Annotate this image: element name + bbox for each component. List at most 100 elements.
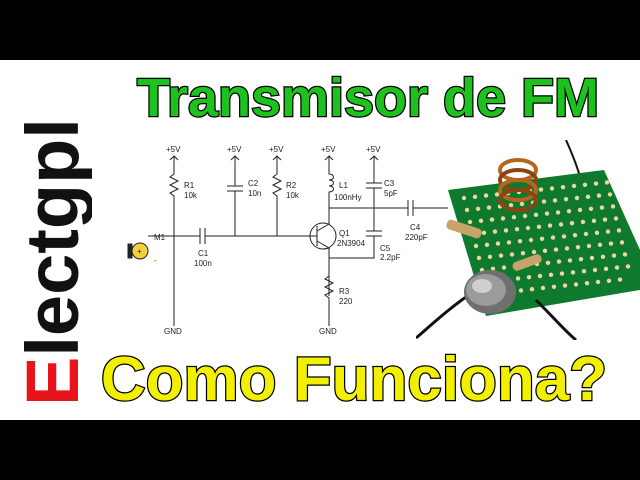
pcb-pad (581, 269, 587, 274)
resistor-r1 (168, 166, 180, 236)
pcb-pad (596, 193, 602, 198)
letterbox-top (0, 0, 640, 60)
pcb-pad (495, 241, 501, 246)
vcc-arrow (369, 155, 379, 176)
pcb-pad (586, 243, 592, 249)
pcb-pad (563, 197, 569, 202)
pcb-pad (518, 288, 524, 293)
pcb-pad (542, 248, 548, 253)
pcb-pad (551, 284, 557, 289)
pcb-pad (611, 253, 617, 258)
microphone-icon (131, 242, 149, 260)
pcb-pad (486, 205, 492, 210)
pcb-pad (528, 237, 534, 243)
pcb-pad (578, 257, 584, 262)
q1-value: 2N3904 (337, 239, 366, 248)
pcb-pad (616, 228, 622, 233)
c4-ref: C4 (410, 223, 421, 232)
r2-value: 10k (286, 191, 300, 200)
m1-minus: - (154, 256, 157, 265)
c5-ref: C5 (380, 244, 391, 253)
c3-value: 5pF (384, 189, 398, 198)
pcb-pad (501, 265, 507, 270)
pcb-pad (540, 285, 546, 291)
pcb-pad (498, 253, 504, 258)
transistor-q1 (309, 222, 337, 296)
pcb-pad (575, 245, 581, 250)
capacitor-c1 (148, 228, 314, 244)
pcb-pad (561, 234, 567, 239)
pcb-pad (562, 283, 568, 288)
pcb-pad (607, 192, 613, 197)
pcb-pad (552, 198, 558, 203)
capacitor-c4 (329, 200, 448, 216)
pcb-pad (603, 266, 609, 271)
pcb-pad (584, 281, 590, 286)
pcb-pad (574, 195, 580, 201)
brand-text: lectgpl (12, 118, 92, 356)
pcb-pad (591, 218, 597, 223)
pcb-pad (478, 218, 484, 223)
pcb-pad (619, 240, 625, 245)
resistor-part (512, 254, 542, 271)
pcb-pad (560, 185, 566, 190)
gnd-label: GND (319, 327, 337, 336)
pcb-pad (595, 279, 601, 285)
r1-value: 10k (184, 191, 198, 200)
c1-ref: C1 (198, 249, 209, 258)
m1-plus: + (137, 247, 142, 256)
r3-value: 220 (339, 297, 353, 306)
pcb-pad (589, 255, 595, 261)
pcb-pad (600, 254, 606, 259)
pcb-pad (541, 199, 547, 204)
pcb-pad (537, 273, 543, 279)
pcb-pad (473, 243, 479, 249)
l1-value: 100nHy (334, 193, 362, 202)
l1-ref: L1 (339, 181, 348, 190)
pcb-pad (475, 206, 481, 211)
pcb-pad (572, 233, 578, 238)
pcb-pad (610, 204, 616, 209)
pcb-pad (536, 224, 542, 229)
pcb-pad (487, 254, 493, 259)
pcb-pad (585, 194, 591, 199)
pcb-pad (514, 227, 520, 232)
q1-ref: Q1 (339, 229, 350, 238)
pcb-pad (508, 203, 514, 208)
vcc-arrow (230, 155, 240, 180)
c1-value: 100n (194, 259, 212, 268)
pcb-pad (489, 217, 495, 222)
pcb-pad (511, 215, 517, 220)
pcb-pad (566, 209, 572, 214)
pcb-pad (573, 282, 579, 287)
pcb-pad (533, 212, 539, 217)
pcb-pad (570, 270, 576, 275)
pcb-pad (517, 239, 523, 244)
title-como-funciona: Como Funciona? (101, 345, 607, 414)
title-top: Transmisor de FM (136, 67, 601, 130)
pcb-pad (571, 183, 577, 189)
pcb-pad (569, 221, 575, 226)
pcb-pad (525, 225, 531, 231)
pcb-pad (520, 251, 526, 256)
inductor-l1 (328, 166, 334, 224)
pcb-pad (550, 235, 556, 240)
microphone-icon (464, 270, 516, 314)
c5-value: 2.2pF (380, 253, 401, 262)
pcb-pad (515, 276, 521, 281)
pcb-pad (531, 249, 537, 255)
pcb-pad (490, 266, 496, 271)
pcb-pad (594, 230, 600, 235)
capacitor-c2 (227, 180, 243, 236)
pcb-pad (503, 228, 509, 233)
c4-value: 220pF (405, 233, 428, 242)
pcb-pad (526, 275, 532, 280)
pcb-pad (494, 192, 500, 197)
pcb-pad (567, 258, 573, 263)
vcc-arrow (169, 155, 179, 166)
vcc-arrow (324, 155, 334, 166)
c2-value: 10n (248, 189, 261, 198)
brand-logo: Electgpl (12, 118, 92, 406)
pcb-pad (545, 260, 551, 265)
